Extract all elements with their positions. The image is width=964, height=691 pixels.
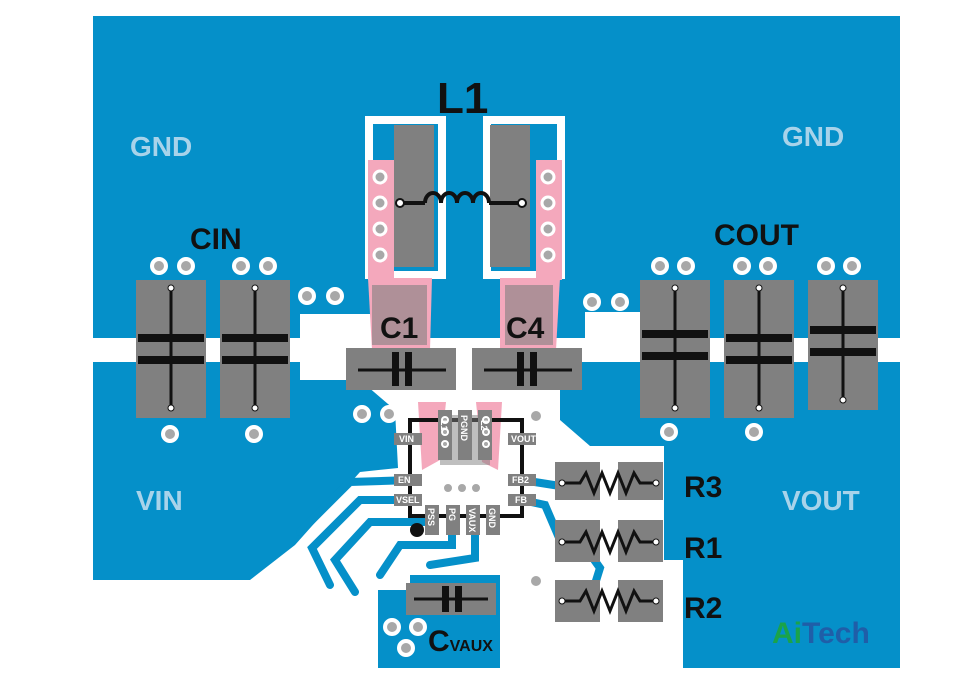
- pin-vsel-label: VSEL: [396, 495, 420, 505]
- ref-l1: L1: [437, 74, 488, 123]
- pin-fb-label: FB: [515, 495, 527, 505]
- pin-vaux-label: VAUX: [467, 508, 477, 532]
- pin-l1-label: L1: [439, 420, 449, 431]
- ref-cin: CIN: [190, 223, 242, 256]
- trace-vsel: [307, 496, 416, 589]
- capacitor-c1: [346, 348, 456, 390]
- capacitor-cout-3: [808, 280, 878, 410]
- logo-part-tech: Tech: [802, 617, 870, 650]
- pin-vin-label: VIN: [399, 434, 414, 444]
- ref-cvaux: CVAUX: [428, 625, 493, 658]
- pin-vout-label: VOUT: [511, 434, 537, 444]
- logo-part-ai: Ai: [772, 617, 802, 650]
- ref-r1: R1: [684, 532, 722, 565]
- pin-en-label: EN: [398, 475, 411, 485]
- ref-c4: C4: [506, 312, 545, 345]
- trace-en: [296, 476, 416, 536]
- capacitor-cout-2: [724, 280, 794, 418]
- vout-pour: [560, 362, 900, 668]
- capacitor-cout-1: [640, 280, 710, 418]
- ref-r3: R3: [684, 471, 722, 504]
- capacitor-cin-2: [220, 280, 290, 418]
- ref-r2: R2: [684, 592, 722, 625]
- capacitor-cin-1: [136, 280, 206, 418]
- pin-pgnd-label: PGND: [459, 415, 469, 442]
- pin-pg-label: PG: [447, 508, 457, 521]
- ref-cout: COUT: [714, 219, 799, 252]
- resistor-r3: [555, 462, 663, 500]
- cout-capacitors: [640, 280, 878, 418]
- inductor-l1: [365, 116, 565, 350]
- resistor-r2: [555, 580, 663, 622]
- aitech-logo: AiTech: [772, 617, 870, 650]
- net-label-vin: VIN: [136, 485, 183, 516]
- trace-pss: [329, 518, 436, 596]
- net-label-vout: VOUT: [782, 485, 860, 516]
- via-group: [372, 169, 556, 263]
- pin-l2-label: L2: [479, 420, 489, 431]
- capacitor-c4: [472, 348, 582, 390]
- ref-c1: C1: [380, 312, 418, 345]
- resistor-r1: [555, 520, 663, 562]
- capacitor-cvaux: [406, 583, 496, 615]
- ic-footprint: VIN EN VSEL VOUT FB2 FB L1 PGND L2 PSS P…: [394, 402, 537, 537]
- pin-pss-label: PSS: [426, 508, 436, 526]
- inductor-symbol: [395, 191, 527, 208]
- vias: [150, 257, 861, 657]
- ref-cvaux-main: C: [428, 625, 450, 658]
- ref-cvaux-sub: VAUX: [450, 638, 494, 655]
- cin-capacitors: [136, 280, 290, 418]
- pin-gnd-label: GND: [487, 508, 497, 529]
- net-label-gnd-left: GND: [130, 131, 192, 162]
- net-label-gnd-right: GND: [782, 121, 844, 152]
- pin-fb2-label: FB2: [512, 475, 529, 485]
